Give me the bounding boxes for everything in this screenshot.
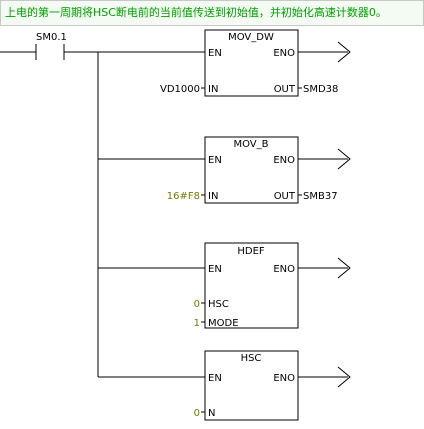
hdef-eno-pin: ENO — [273, 264, 295, 275]
hsc-eno-wire — [201, 366, 351, 413]
hdef-title: HDEF — [237, 246, 265, 257]
mov-dw-eno-wire — [201, 41, 351, 89]
hdef-hsc-operand[interactable]: 0 — [194, 299, 200, 310]
hdef-eno-wire — [201, 257, 351, 323]
mov-dw-block[interactable]: MOV_DW EN ENO IN OUT — [204, 29, 299, 97]
mov-b-en-pin: EN — [208, 155, 222, 166]
mov-dw-title: MOV_DW — [228, 32, 274, 43]
hdef-en-pin: EN — [208, 264, 222, 275]
hsc-eno-pin: ENO — [273, 373, 295, 384]
mov-dw-in-pin: IN — [208, 84, 218, 95]
hsc-block[interactable]: HSC EN ENO N — [204, 350, 299, 421]
hsc-en-pin: EN — [208, 373, 222, 384]
mov-dw-in-operand[interactable]: VD1000 — [160, 84, 200, 95]
mov-b-out-pin: OUT — [274, 191, 296, 202]
mov-dw-out-pin: OUT — [274, 84, 296, 95]
hsc-n-pin: N — [208, 408, 215, 419]
hsc-title: HSC — [241, 353, 262, 364]
hsc-n-operand[interactable]: 0 — [194, 408, 200, 419]
mov-dw-eno-pin: ENO — [273, 48, 295, 59]
network-comment[interactable]: 上电的第一周期将HSC断电前的当前值传送到初始值，并初始化高速计数器0。 — [0, 0, 424, 26]
mov-b-in-pin: IN — [208, 191, 218, 202]
mov-b-title: MOV_B — [233, 139, 268, 150]
hdef-mode-pin: MODE — [208, 318, 239, 329]
hdef-hsc-pin: HSC — [208, 299, 229, 310]
power-rail-wire — [0, 51, 205, 377]
sm0-1-contact[interactable] — [35, 44, 65, 60]
contact-label: SM0.1 — [36, 32, 67, 43]
mov-b-out-operand[interactable]: SMB37 — [303, 191, 338, 202]
mov-b-in-operand[interactable]: 16#F8 — [167, 191, 200, 202]
hdef-mode-operand[interactable]: 1 — [194, 318, 200, 329]
mov-b-block[interactable]: MOV_B EN ENO IN OUT — [204, 136, 299, 204]
mov-dw-out-operand[interactable]: SMD38 — [303, 84, 338, 95]
mov-dw-en-pin: EN — [208, 48, 222, 59]
hdef-block[interactable]: HDEF EN ENO HSC MODE — [204, 242, 299, 329]
mov-b-eno-pin: ENO — [273, 155, 295, 166]
mov-b-eno-wire — [201, 148, 351, 196]
